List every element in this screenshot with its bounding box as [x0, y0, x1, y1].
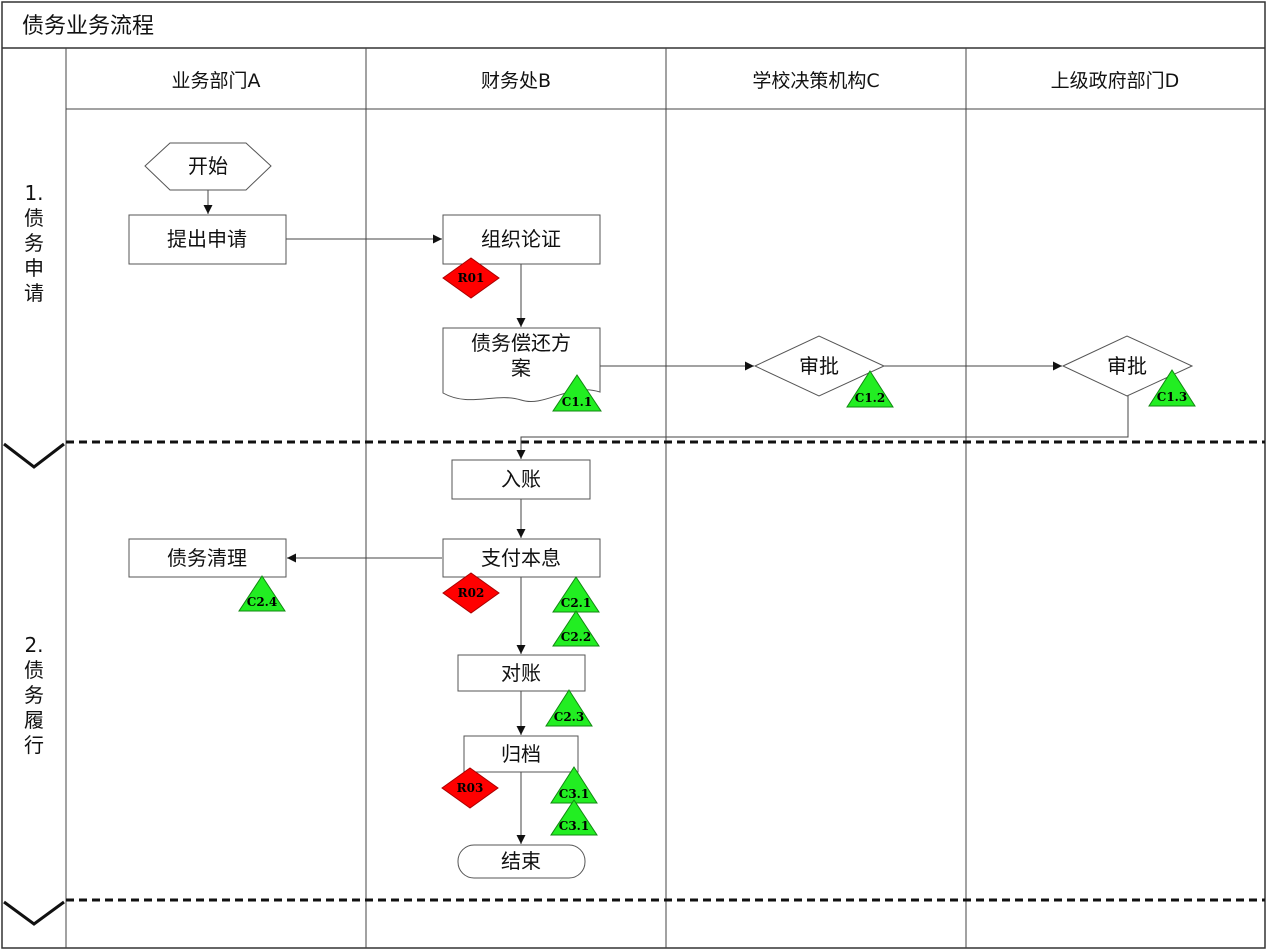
stage-1-char: 务 — [24, 231, 44, 255]
column-header-a: 业务部门A — [172, 70, 261, 92]
control-marker-c2-4: C2.4 — [238, 575, 286, 612]
stage-2-number: 2. — [24, 633, 43, 657]
connector-approve-d-account — [516, 395, 1129, 459]
plan-label-line1: 债务偿还方 — [471, 331, 571, 355]
apply-label: 提出申请 — [167, 227, 247, 251]
plan-label-line2: 案 — [511, 356, 531, 380]
control-label-c1-3: C1.3 — [1157, 390, 1187, 404]
column-header-b: 财务处B — [481, 70, 551, 92]
risk-label-r01: R01 — [458, 271, 485, 285]
control-label-c2-4: C2.4 — [247, 595, 277, 609]
archive-node: 归档 — [463, 735, 579, 773]
diagram-title: 债务业务流程 — [22, 14, 154, 39]
apply-node: 提出申请 — [128, 214, 287, 265]
account-label: 入账 — [501, 467, 541, 491]
start-label: 开始 — [188, 154, 228, 178]
account-node: 入账 — [451, 459, 591, 500]
reconcile-label: 对账 — [501, 661, 541, 685]
risk-marker-r02: R02 — [442, 572, 500, 614]
stage-chevron-2 — [3, 900, 65, 926]
control-marker-c2-3: C2.3 — [545, 689, 593, 727]
control-label-c2-1: C2.1 — [561, 596, 591, 610]
stage-2-char: 务 — [24, 683, 44, 707]
settle-node: 债务清理 — [128, 538, 287, 578]
risk-marker-r01: R01 — [442, 257, 500, 299]
control-marker-c1-1: C1.1 — [552, 374, 602, 412]
pay-label: 支付本息 — [481, 546, 561, 570]
stage-2-char: 履 — [24, 708, 44, 732]
stage-1-char: 请 — [24, 281, 44, 305]
control-label-c1-2: C1.2 — [855, 391, 885, 405]
stage-1-char: 债 — [24, 206, 44, 230]
control-label-c2-2: C2.2 — [561, 630, 591, 644]
end-node: 结束 — [457, 844, 586, 879]
organize-node: 组织论证 — [442, 214, 601, 265]
stage-label-2: 2. 债 务 履 行 — [24, 633, 44, 757]
repayment-plan-document: 债务偿还方 案 — [442, 327, 601, 402]
control-marker-c3-1-b: C3.1 — [550, 799, 598, 836]
control-label-c3-1-b: C3.1 — [559, 819, 589, 833]
control-label-c1-1: C1.1 — [562, 395, 592, 409]
column-header-c: 学校决策机构C — [752, 70, 879, 92]
end-label: 结束 — [501, 849, 541, 873]
control-label-c3-1-a: C3.1 — [559, 787, 589, 801]
pay-node: 支付本息 — [442, 538, 601, 578]
control-marker-c1-3: C1.3 — [1148, 369, 1196, 407]
stage-2-char: 行 — [24, 733, 44, 757]
approve-d-node: 审批 — [1061, 335, 1194, 397]
risk-label-r03: R03 — [457, 781, 484, 795]
reconcile-node: 对账 — [457, 654, 586, 692]
approve-c-label: 审批 — [799, 354, 839, 378]
stage-2-char: 债 — [24, 658, 44, 682]
risk-marker-r03: R03 — [441, 767, 499, 809]
approve-c-node: 审批 — [753, 335, 886, 397]
organize-label: 组织论证 — [481, 227, 561, 251]
stage-1-number: 1. — [24, 181, 43, 205]
control-label-c2-3: C2.3 — [554, 710, 584, 724]
archive-label: 归档 — [501, 742, 541, 766]
settle-label: 债务清理 — [167, 546, 247, 570]
stage-1-char: 申 — [24, 256, 44, 280]
stage-chevron-1 — [3, 442, 65, 469]
control-marker-c2-2: C2.2 — [552, 610, 600, 647]
control-marker-c2-1: C2.1 — [552, 576, 600, 613]
approve-d-label: 审批 — [1107, 354, 1147, 378]
start-node: 开始 — [144, 142, 272, 191]
control-marker-c1-2: C1.2 — [846, 370, 894, 408]
risk-label-r02: R02 — [458, 586, 485, 600]
stage-label-1: 1. 债 务 申 请 — [24, 181, 44, 305]
column-header-d: 上级政府部门D — [1051, 70, 1180, 92]
